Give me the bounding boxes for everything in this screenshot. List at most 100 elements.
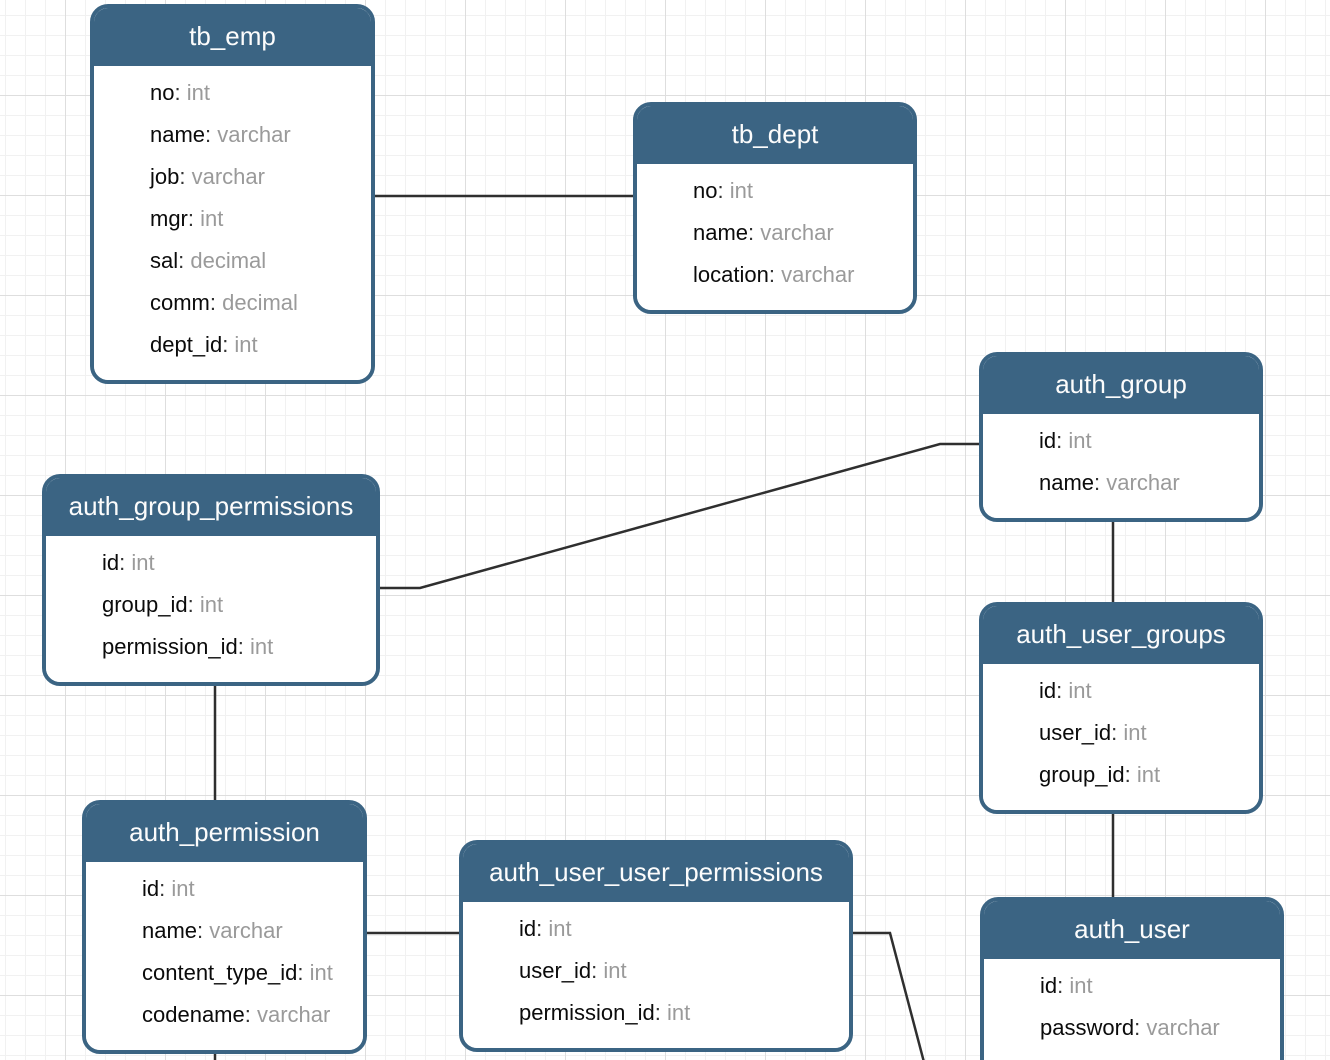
field-separator: :	[222, 332, 235, 357]
field-separator: :	[1057, 973, 1070, 998]
field-type: int	[186, 80, 210, 105]
entity-table-title[interactable]: auth_group_permissions	[46, 478, 376, 536]
entity-table-title[interactable]: auth_group	[983, 356, 1259, 414]
field-name: codename	[142, 1002, 245, 1027]
field-name: no	[150, 80, 175, 105]
entity-table-title[interactable]: auth_user_groups	[983, 606, 1259, 664]
entity-table-title[interactable]: tb_dept	[637, 106, 913, 164]
field-name: sal	[150, 248, 179, 273]
field-row: id: int	[46, 542, 376, 584]
field-row: user_id: int	[983, 712, 1259, 754]
field-type: decimal	[222, 290, 298, 315]
field-name: comm	[150, 290, 210, 315]
field-name: user_id	[519, 958, 592, 983]
field-separator: :	[1124, 762, 1137, 787]
field-type: int	[729, 178, 753, 203]
field-separator: :	[1133, 1057, 1145, 1060]
field-separator: :	[187, 206, 201, 231]
entity-table-title[interactable]: auth_permission	[86, 804, 363, 862]
field-type: varchar	[217, 122, 291, 147]
field-row: sal: decimal	[94, 240, 371, 282]
field-type: varchar	[1106, 470, 1180, 495]
relationship-line-auth_group_permissions-auth_group[interactable]	[376, 442, 985, 590]
field-separator: :	[178, 248, 191, 273]
field-name: permission_id	[519, 1000, 655, 1025]
field-row: id: int	[983, 670, 1259, 712]
field-separator: :	[591, 958, 604, 983]
field-name: name	[693, 220, 749, 245]
field-name: id	[102, 550, 120, 575]
field-row: name: varchar	[86, 910, 363, 952]
field-separator: :	[297, 960, 310, 985]
field-row: id: int	[984, 965, 1280, 1007]
field-separator: :	[205, 122, 218, 147]
field-row: location: varchar	[637, 254, 913, 296]
relationship-line-auth_user_user_permissions-auth_user[interactable]	[849, 931, 925, 1060]
field-separator: :	[197, 918, 210, 943]
field-type: varchar	[781, 262, 855, 287]
field-type: int	[171, 876, 195, 901]
field-type: varchar	[256, 1002, 331, 1027]
field-separator: :	[1094, 470, 1107, 495]
field-row: group_id: int	[46, 584, 376, 626]
field-separator: :	[119, 550, 132, 575]
field-type: int	[249, 634, 274, 659]
field-name: no	[693, 178, 718, 203]
field-separator: :	[209, 290, 223, 315]
field-name: id	[519, 916, 537, 941]
entity-table-title[interactable]: auth_user_user_permissions	[463, 844, 849, 902]
field-row: last_login: datetime	[984, 1049, 1280, 1060]
field-name: password	[1040, 1015, 1135, 1040]
field-separator: :	[179, 164, 192, 189]
field-name: job	[150, 164, 180, 189]
field-row: name: varchar	[637, 212, 913, 254]
field-name: name	[150, 122, 206, 147]
field-separator: :	[717, 178, 730, 203]
field-row: no: int	[637, 170, 913, 212]
entity-table-title[interactable]: tb_emp	[94, 8, 371, 66]
entity-table-title[interactable]: auth_user	[984, 901, 1280, 959]
field-name: name	[142, 918, 198, 943]
field-row: mgr: int	[94, 198, 371, 240]
field-type: datetime	[1145, 1057, 1229, 1060]
field-name: dept_id	[150, 332, 223, 357]
field-row: user_id: int	[463, 950, 849, 992]
field-type: decimal	[190, 248, 267, 273]
field-row: codename: varchar	[86, 994, 363, 1036]
field-separator: :	[1056, 428, 1069, 453]
field-type: varchar	[191, 164, 265, 189]
field-separator: :	[1111, 720, 1124, 745]
field-type: int	[131, 550, 155, 575]
field-type: int	[1136, 762, 1161, 787]
field-name: content_type_id	[142, 960, 298, 985]
field-separator: :	[1134, 1015, 1147, 1040]
field-type: varchar	[1146, 1015, 1220, 1040]
field-row: id: int	[86, 868, 363, 910]
field-name: location	[693, 262, 769, 287]
field-row: password: varchar	[984, 1007, 1280, 1049]
field-separator: :	[237, 634, 250, 659]
field-type: varchar	[209, 918, 283, 943]
field-row: permission_id: int	[46, 626, 376, 668]
field-row: id: int	[463, 908, 849, 950]
field-name: user_id	[1039, 720, 1112, 745]
field-type: int	[548, 916, 572, 941]
field-name: id	[1040, 973, 1058, 998]
field-type: int	[309, 960, 333, 985]
field-row: id: int	[983, 420, 1259, 462]
field-type: varchar	[760, 220, 834, 245]
